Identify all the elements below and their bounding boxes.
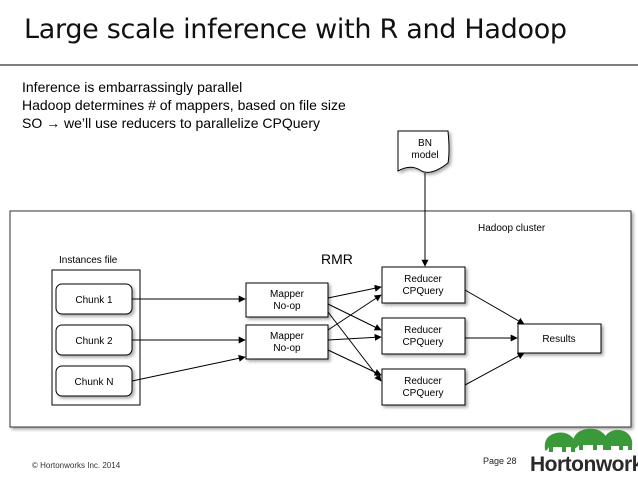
mapper-label-line1: Mapper bbox=[270, 289, 305, 300]
bn-model-label-line1: BN bbox=[418, 138, 432, 149]
bullet-item: Inference is embarrassingly parallel bbox=[22, 79, 243, 95]
bn-model-shape bbox=[397, 130, 450, 173]
bn-model-label-line2: model bbox=[411, 150, 438, 161]
hadoop-cluster-label: Hadoop cluster bbox=[478, 223, 546, 234]
slide-title: Large scale inference with R and Hadoop bbox=[24, 14, 567, 45]
results-box bbox=[517, 323, 602, 354]
mapper-to-reducer-arrow bbox=[327, 333, 382, 341]
page-number: Page 28 bbox=[483, 456, 517, 466]
mapper-to-reducer-arrow bbox=[327, 311, 382, 382]
mapper-to-reducer-arrow bbox=[327, 303, 382, 331]
reducer-label-line1: Reducer bbox=[404, 274, 442, 285]
bullet-item: SO → we’ll use reducers to parallelize C… bbox=[22, 115, 321, 131]
mapper-box bbox=[245, 282, 329, 318]
reducer-label-line2: CPQuery bbox=[402, 337, 443, 348]
title-divider bbox=[0, 64, 638, 66]
chunk-label: Chunk 1 bbox=[75, 295, 113, 306]
hortonworks-elephants-logo bbox=[544, 428, 633, 452]
reducer-box bbox=[381, 368, 466, 406]
mapper-label-line2: No-op bbox=[273, 343, 301, 354]
mapper-label-line1: Mapper bbox=[270, 331, 305, 342]
mapper-to-reducer-arrow bbox=[327, 284, 382, 299]
instances-file-label: Instances file bbox=[59, 255, 118, 266]
mapper-to-reducer-arrow bbox=[327, 294, 382, 331]
reducer-to-results-arrow bbox=[464, 352, 525, 386]
reducer-to-results-arrow bbox=[464, 289, 525, 325]
reducer-box bbox=[381, 266, 466, 304]
reducer-label-line2: CPQuery bbox=[402, 388, 443, 399]
chunk-label: Chunk N bbox=[75, 377, 114, 388]
mapper-box bbox=[245, 324, 329, 360]
rmr-label: RMR bbox=[321, 251, 353, 267]
reducer-label-line1: Reducer bbox=[404, 325, 442, 336]
mapper-label-line2: No-op bbox=[273, 301, 301, 312]
chunk-to-mapper-arrow bbox=[131, 354, 246, 382]
bullet-list: Inference is embarrassingly parallel Had… bbox=[22, 78, 346, 132]
copyright-text: © Hortonworks Inc. 2014 bbox=[32, 461, 121, 470]
reducer-label-line1: Reducer bbox=[404, 376, 442, 387]
chunk-label: Chunk 2 bbox=[75, 336, 113, 347]
hortonworks-wordmark: Hortonworks bbox=[530, 453, 638, 476]
results-label: Results bbox=[542, 334, 575, 345]
instances-file-bracket bbox=[51, 269, 141, 406]
bullet-item: Hadoop determines # of mappers, based on… bbox=[22, 97, 346, 113]
reducer-label-line2: CPQuery bbox=[402, 286, 443, 297]
reducer-box bbox=[381, 317, 466, 355]
mapper-to-reducer-arrow bbox=[327, 349, 382, 376]
